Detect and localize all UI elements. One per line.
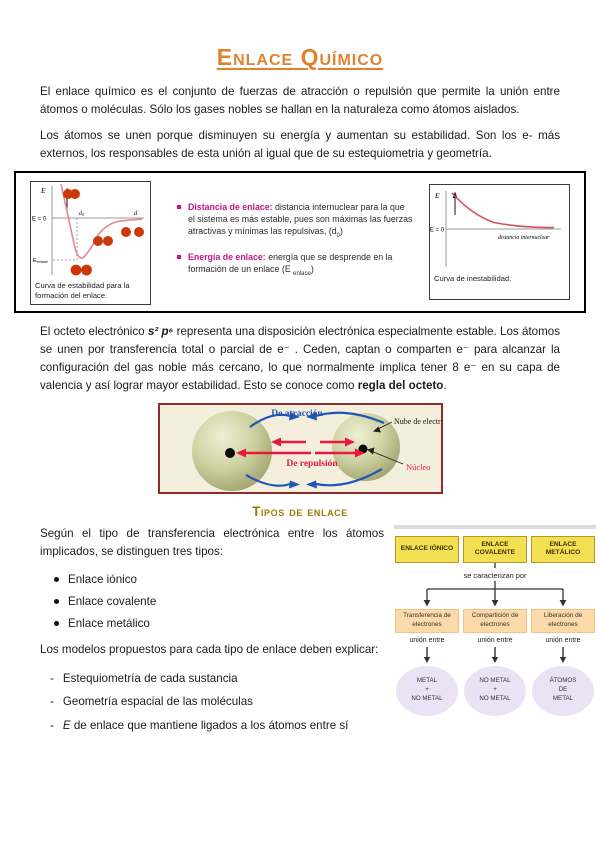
- instability-curve-graph: E E = 0 distancia internuclear Curva de …: [429, 183, 570, 300]
- stability-curve-caption: Curva de estabilidad para la formación d…: [35, 280, 130, 300]
- regla-octeto-bold: regla del octeto: [357, 378, 444, 392]
- paragraph-intro-2: Los átomos se unen porque disminuyen su …: [40, 128, 560, 160]
- list-item: Enlace iónico: [54, 569, 384, 591]
- svg-text:distancia internuclear: distancia internuclear: [498, 235, 550, 241]
- page-title: Enlace Químico: [216, 44, 384, 70]
- attraction-label: De atracción: [271, 409, 323, 419]
- bullet-dot-icon: [54, 598, 59, 604]
- svg-text:E: E: [434, 191, 440, 200]
- definition-distancia-enlace: Distancia de enlace: distancia internucl…: [177, 201, 413, 240]
- bond-types-text-column: Según el tipo de transferencia electróni…: [40, 525, 394, 738]
- attraction-arrows: [244, 411, 384, 487]
- list-item: -E de enlace que mantiene ligados a los …: [50, 714, 384, 738]
- flowchart-connector: se caracterizan por: [423, 562, 567, 607]
- section-heading-tipos-de-enlace: Tipos de enlace: [252, 503, 348, 519]
- definition-lead: Energía de enlace:: [188, 252, 266, 263]
- paragraph-models-intro: Los modelos propuestos para cada tipo de…: [40, 642, 379, 656]
- dash-bullet-icon: -: [50, 719, 54, 733]
- atoms-forces-illustration: De atracción De repulsión Nube de electr…: [159, 404, 455, 492]
- flowchart-box-enlace-metalico: ENLACE METÁLICO: [531, 535, 595, 563]
- definition-energia-enlace: Energía de enlace: energía que se despre…: [177, 251, 413, 278]
- stability-curve-plot: E E = 0 d d0 Eenlace: [32, 183, 144, 276]
- electron-cloud-label: Nube de electrones: [394, 417, 441, 426]
- flowchart-connector-label: se caracterizan por: [464, 571, 527, 580]
- dash-bullet-icon: -: [50, 671, 54, 685]
- dash-bullet-icon: -: [50, 695, 54, 709]
- down-arrow-icon: [491, 599, 499, 607]
- bullet-dot-icon: [54, 576, 59, 582]
- nucleus-dot-left: [224, 447, 235, 458]
- union-entre-label: unión entre: [477, 636, 513, 644]
- document-page: Enlace Químico El enlace químico es el c…: [14, 44, 596, 738]
- bullet-dot-icon: [54, 620, 59, 626]
- list-item: Enlace metálico: [54, 613, 384, 635]
- repulsion-label: De repulsión: [286, 459, 338, 469]
- atoms-forces-figure: De atracción De repulsión Nube de electr…: [40, 402, 560, 494]
- svg-text:E: E: [40, 186, 46, 195]
- svg-text:d: d: [134, 210, 138, 217]
- square-bullet-icon: [177, 204, 181, 209]
- bond-types-flowchart: ENLACE IÓNICO ENLACE COVALENTE ENLACE ME…: [394, 524, 596, 738]
- bond-definitions: Distancia de enlace: distancia internucl…: [151, 181, 429, 303]
- stability-curve-line: [60, 183, 143, 259]
- svg-text:d0: d0: [79, 211, 84, 217]
- instability-curve-line: [451, 192, 555, 229]
- flowchart-box-enlace-ionico: ENLACE IÓNICO: [395, 535, 459, 563]
- section-two-columns: Según el tipo de transferencia electróni…: [40, 524, 596, 738]
- down-arrow-icon: [423, 599, 431, 607]
- down-arrow-icon: [559, 646, 567, 663]
- svg-text:Eenlace: Eenlace: [33, 258, 48, 264]
- paragraph-octeto: El octeto electrónico s² p⁶ representa u…: [40, 324, 561, 392]
- paragraph-tipos-intro: Según el tipo de transferencia electróni…: [40, 526, 384, 558]
- flowchart-ellipse-nometal-nometal: NO METAL + NO METAL: [464, 665, 526, 716]
- atom-pairs: [63, 188, 144, 276]
- stability-curve-graph: E E = 0 d d0 Eenlace Curva de estabilid: [30, 180, 151, 305]
- list-item: -Estequiometría de cada sustancia: [50, 667, 384, 691]
- instability-curve-plot: E E = 0 distancia internuclear: [430, 190, 561, 267]
- svg-text:E = 0: E = 0: [430, 227, 445, 233]
- list-item: Enlace covalente: [54, 591, 384, 613]
- paragraph-intro-1: El enlace químico es el conjunto de fuer…: [40, 85, 560, 116]
- flowchart-box-transferencia: Transferencia de electrones: [395, 608, 459, 633]
- down-arrow-icon: [491, 646, 499, 663]
- electron-configuration-formula: s² p⁶: [147, 324, 174, 338]
- bond-types-list: Enlace iónico Enlace covalente Enlace me…: [54, 569, 384, 635]
- flowchart-box-enlace-covalente: ENLACE COVALENTE: [463, 535, 527, 563]
- flowchart-box-comparticion: Compartición de electrones: [463, 608, 527, 633]
- flowchart-top-strip: [394, 524, 596, 529]
- flowchart-box-liberacion: Liberación de electrones: [531, 608, 595, 633]
- union-entre-label: unión entre: [545, 636, 581, 644]
- union-entre-label: unión entre: [409, 636, 445, 644]
- definition-lead: Distancia de enlace:: [188, 201, 273, 212]
- flowchart-ellipse-metal-nometal: METAL + NO METAL: [396, 665, 458, 716]
- down-arrow-icon: [423, 646, 431, 663]
- svg-text:E = 0: E = 0: [32, 216, 47, 222]
- nucleus-label: Núcleo: [406, 462, 431, 472]
- list-item: -Geometría espacial de las moléculas: [50, 690, 384, 714]
- energy-curves-figure: E E = 0 d d0 Eenlace Curva de estabilid: [14, 170, 586, 313]
- models-list: -Estequiometría de cada sustancia -Geome…: [50, 667, 384, 738]
- square-bullet-icon: [177, 255, 181, 260]
- repulsion-arrows: [244, 440, 356, 455]
- down-arrow-icon: [559, 599, 567, 607]
- flowchart-ellipse-atomos-metal: ÁTOMOS DE METAL: [532, 665, 594, 716]
- instability-curve-caption: Curva de inestabilidad.: [434, 273, 512, 283]
